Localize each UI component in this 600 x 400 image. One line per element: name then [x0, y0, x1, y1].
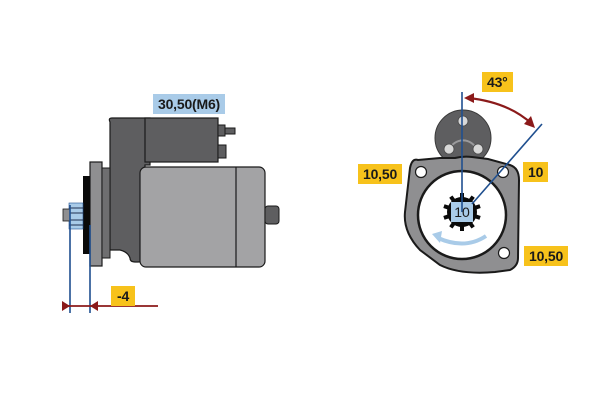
solenoid-terminal-bottom [217, 144, 227, 159]
angled-axis-line [471, 123, 543, 205]
screw-icon [457, 115, 469, 127]
gasket [83, 176, 90, 254]
rear-bushing [264, 205, 280, 225]
pinion-shaft-tip [62, 208, 71, 222]
side-view-starter [62, 117, 280, 313]
bottom-hole-dimension-label: 10,50 [524, 246, 569, 266]
angle-label: 43° [482, 72, 513, 92]
mounting-hole-left [414, 165, 428, 179]
rotation-direction-arrow [437, 234, 488, 246]
terminal-stud [224, 127, 236, 135]
arrow-head-right-icon [90, 301, 98, 311]
arrow-head-left-icon [62, 301, 70, 311]
rotation-arrow-head-icon [432, 231, 442, 243]
screw-icon [443, 143, 455, 155]
left-hole-dimension-label: 10,50 [358, 164, 403, 184]
terminal-size-label: 30,50(M6) [153, 94, 226, 114]
right-hole-dimension-label: 10 [523, 162, 549, 182]
mounting-hole-bottom [497, 246, 511, 260]
motor-body [139, 166, 266, 268]
mounting-hole-right [496, 165, 510, 179]
flange-collar [101, 167, 111, 259]
angle-arc [467, 96, 533, 125]
screw-icon [472, 143, 484, 155]
mounting-flange [89, 161, 103, 267]
solenoid [144, 117, 219, 163]
pinion-teeth-count: 10 [454, 204, 470, 220]
offset-dimension-label: -4 [111, 286, 136, 306]
front-view-starter [403, 92, 543, 274]
angle-arrow-head-icon [464, 93, 474, 103]
solenoid-terminal-top [217, 124, 226, 137]
angle-arrow-head-icon [524, 116, 535, 128]
